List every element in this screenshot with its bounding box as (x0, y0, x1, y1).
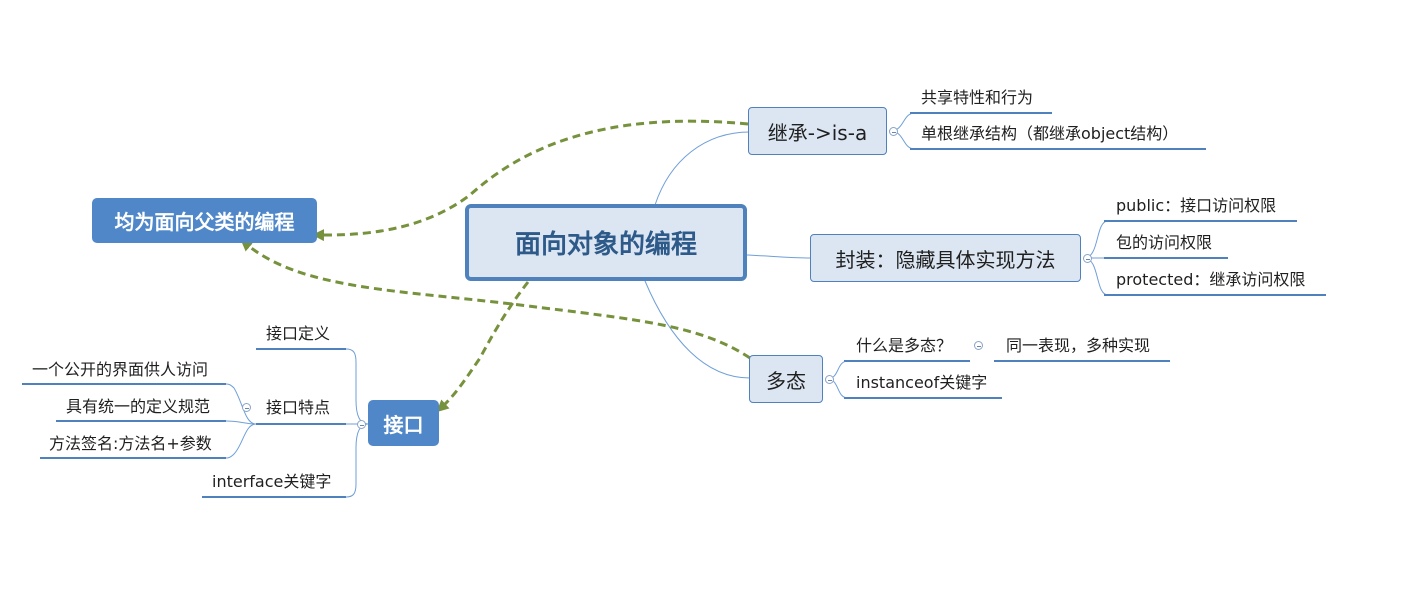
inheritance-child-1[interactable]: 共享特性和行为 (921, 88, 1034, 107)
polymorphism-collapse-icon[interactable] (825, 375, 834, 384)
branch-line-polymorphism (644, 280, 751, 379)
interface-feature-3[interactable]: 方法签名:方法名+参数 (49, 434, 212, 453)
polymorphism-child-1[interactable]: 什么是多态？ (856, 336, 953, 355)
polymorphism-what-collapse-icon[interactable] (974, 341, 983, 350)
interface-features-collapse-icon[interactable] (242, 403, 251, 412)
polymorphism-grandchild[interactable]: 同一表现，多种实现 (1006, 336, 1151, 355)
inheritance-collapse-icon[interactable] (889, 127, 898, 136)
inheritance-child-2[interactable]: 单根继承结构（都继承object结构） (921, 124, 1179, 143)
central-topic[interactable]: 面向对象的编程 (465, 204, 747, 281)
interface-child-3[interactable]: interface关键字 (212, 472, 332, 491)
interface-label: 接口 (383, 412, 424, 437)
encapsulation-child-3[interactable]: protected：继承访问权限 (1116, 270, 1306, 289)
polymorphism-node[interactable]: 多态 (749, 355, 823, 403)
central-topic-label: 面向对象的编程 (514, 230, 697, 260)
encapsulation-collapse-icon[interactable] (1083, 254, 1092, 263)
parent-programming-label: 均为面向父类的编程 (114, 210, 295, 234)
inheritance-label: 继承->is-a (767, 120, 868, 145)
interface-feature-1[interactable]: 一个公开的界面供人访问 (32, 360, 209, 379)
branch-line-encapsulation (746, 254, 811, 259)
polymorphism-label: 多态 (766, 368, 806, 393)
branch-line-inheritance (654, 131, 751, 206)
encapsulation-child-2[interactable]: 包的访问权限 (1116, 233, 1213, 252)
encapsulation-node[interactable]: 封装：隐藏具体实现方法 (810, 234, 1081, 282)
interface-node[interactable]: 接口 (368, 400, 439, 446)
encapsulation-label: 封装：隐藏具体实现方法 (835, 247, 1056, 272)
relation-inheritance-to-parent (312, 119, 749, 242)
relation-central-to-interface (436, 281, 530, 413)
encapsulation-child-1[interactable]: public：接口访问权限 (1116, 196, 1277, 215)
inheritance-node[interactable]: 继承->is-a (748, 107, 887, 155)
interface-child-1[interactable]: 接口定义 (266, 324, 331, 343)
polymorphism-child-2[interactable]: instanceof关键字 (856, 373, 988, 392)
interface-feature-2[interactable]: 具有统一的定义规范 (66, 397, 211, 416)
interface-collapse-icon[interactable] (357, 420, 366, 429)
relation-polymorphism-to-parent (240, 239, 751, 360)
interface-child-2[interactable]: 接口特点 (266, 398, 331, 417)
parent-programming-node[interactable]: 均为面向父类的编程 (92, 198, 317, 243)
